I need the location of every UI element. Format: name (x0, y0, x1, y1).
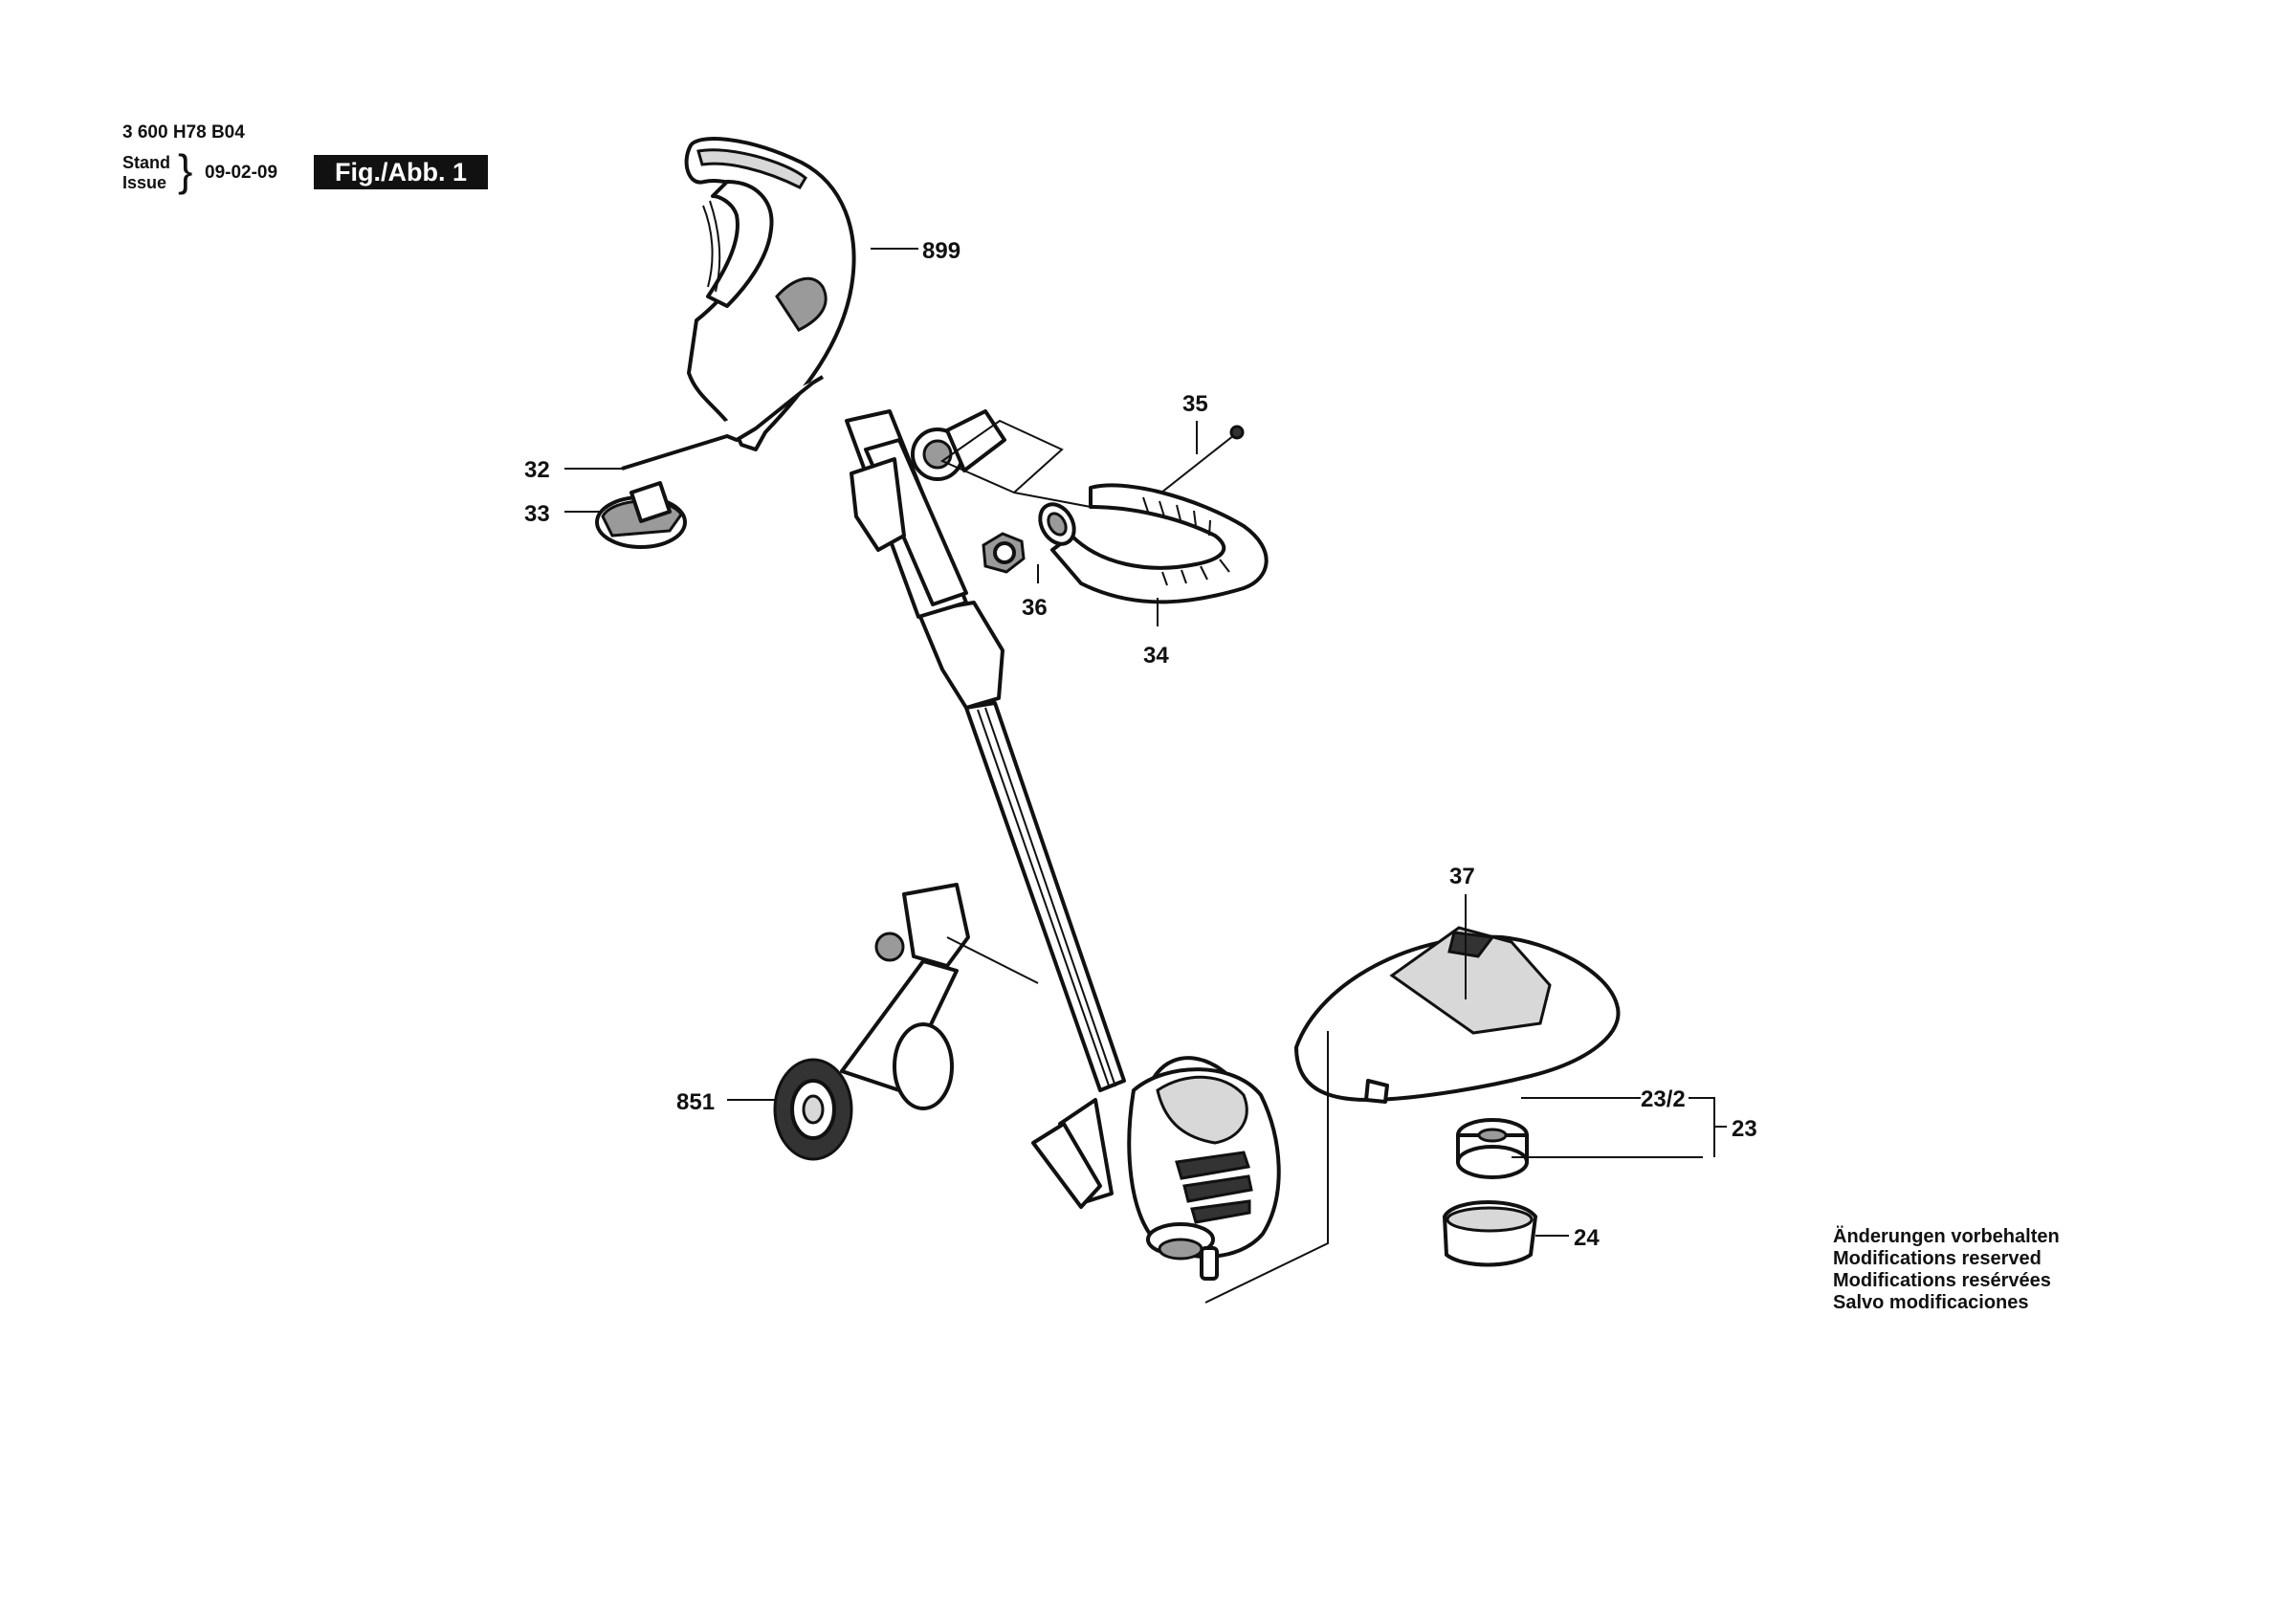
issue-date: 09-02-09 (205, 163, 278, 183)
label-34: 34 (1143, 643, 1169, 669)
label-36: 36 (1022, 595, 1048, 621)
part-36-knob (982, 532, 1026, 574)
note-english: Modifications reserved (1833, 1248, 2042, 1269)
label-35: 35 (1182, 391, 1208, 417)
label-37: 37 (1449, 864, 1475, 889)
part-37-guard (1294, 926, 1621, 1104)
part-851-wheel-guide (773, 883, 970, 1161)
brace-glyph: } (178, 145, 193, 195)
alignment-lines (939, 419, 1092, 508)
part-23-2-spool (1456, 1118, 1529, 1179)
document-number: 3 600 H78 B04 (122, 122, 245, 143)
note-french: Modifications resérvées (1833, 1270, 2051, 1291)
handle-mount-part (850, 457, 906, 552)
label-23-2: 23/2 (1641, 1086, 1686, 1112)
note-german: Änderungen vorbehalten (1833, 1226, 2060, 1247)
figure-badge: Fig./Abb. 1 (314, 155, 488, 189)
part-24-cover (1443, 1200, 1537, 1267)
stand-issue-label: Stand Issue (122, 153, 170, 193)
stand-label: Stand (122, 153, 171, 172)
label-24: 24 (1574, 1225, 1600, 1251)
label-32: 32 (524, 457, 550, 483)
part-33-clip (595, 481, 687, 549)
label-899: 899 (922, 238, 960, 264)
leader-lines (564, 248, 1727, 1304)
part-34-aux-handle (1038, 483, 1269, 604)
label-33: 33 (524, 501, 550, 527)
label-851: 851 (676, 1089, 715, 1115)
motor-head-part (1031, 1056, 1281, 1281)
upper-handle-part (684, 137, 856, 451)
issue-label: Issue (122, 173, 167, 192)
modifications-notice: Änderungen vorbehalten Modifications res… (1833, 1226, 2060, 1314)
note-spanish: Salvo modificaciones (1833, 1292, 2029, 1313)
label-23: 23 (1732, 1116, 1757, 1142)
part-32-wire (621, 375, 825, 471)
